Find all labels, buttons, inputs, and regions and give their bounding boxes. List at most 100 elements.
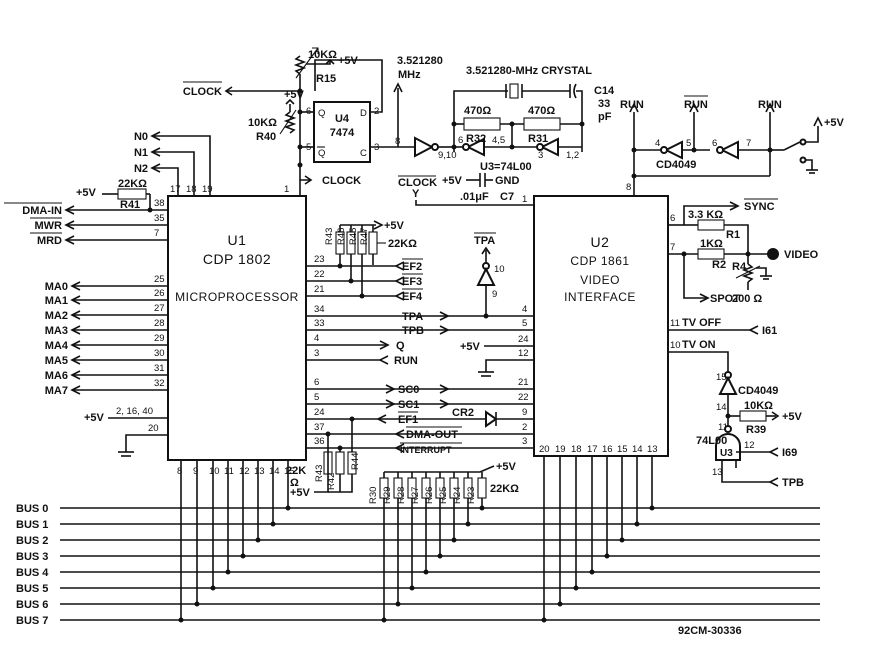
i61-label: I61	[762, 325, 777, 337]
low-pullups: +5V 22K Ω R43 R42 R44	[286, 416, 361, 499]
bus-label-1: BUS 1	[16, 519, 48, 531]
r4-value: 200 Ω	[732, 293, 762, 305]
u1-part: CDP 1802	[203, 251, 271, 267]
u4-c-label: C	[360, 148, 367, 159]
u1-pin-29: 29	[154, 333, 165, 344]
q-line: Q4	[306, 333, 405, 352]
r45-ef: R45	[348, 228, 359, 245]
n2-label: N2	[134, 163, 148, 175]
spot-label: SPOT	[710, 293, 740, 305]
u1-pin-31: 31	[154, 363, 165, 374]
inv-pin-7: 7	[746, 138, 751, 149]
u1-bottom-pin-7: 15	[284, 466, 295, 477]
u1-pin-35: 35	[154, 213, 165, 224]
tpa-inv-pin-10: 10	[494, 264, 505, 275]
u2-pin-6: 6	[670, 213, 675, 224]
r32-ref: R32	[466, 133, 486, 145]
n0-label: N0	[134, 131, 148, 143]
u1-pin-19: 19	[202, 184, 213, 195]
r40-vcc: +5V	[284, 89, 305, 101]
c7-ref: C7	[500, 191, 514, 203]
c14-value: 33	[598, 98, 610, 110]
u2-pin-24: 24	[518, 334, 529, 345]
tpa-label: TPA	[402, 311, 423, 323]
bus-resistor-ref-3: R27	[410, 487, 421, 504]
r39-ref: R39	[746, 424, 766, 436]
u3-ref: U3	[720, 448, 733, 459]
r31-value: 470Ω	[528, 105, 555, 117]
dma-out-label: DMA-OUT	[406, 429, 458, 441]
tv-off-label: TV OFF	[682, 317, 721, 329]
clock-y-input: CLOCK Y 1	[398, 175, 534, 206]
ma6-label: MA6	[45, 370, 68, 382]
r4-ref: R4	[732, 261, 747, 273]
chain-pin-12: 1,2	[566, 150, 579, 161]
u1-pin-3: 3	[314, 348, 319, 359]
r2-value: 1KΩ	[700, 238, 723, 250]
u2-bottom-pin-1: 19	[555, 444, 566, 455]
oscillator-chain: 8 3.521280 MHz 9,10 6 4,5 3 1,2	[370, 55, 615, 173]
ef3-label: EF3	[402, 276, 422, 288]
ma0-label: MA0	[45, 281, 68, 293]
part-number: 92CM-30336	[678, 625, 742, 637]
ma1-label: MA1	[45, 295, 68, 307]
u2-pin-12: 12	[518, 348, 529, 359]
tpa-inverter: TPA 10 9	[474, 232, 505, 319]
bus-line-2: BUS 2	[16, 535, 820, 547]
u1-pin-4: 4	[314, 333, 319, 344]
u1-pin-28: 28	[154, 318, 165, 329]
u2-pin-21: 21	[518, 377, 529, 388]
u2-bottom-pin-2: 18	[571, 444, 582, 455]
u4-wiring: CLOCK CLOCK	[183, 59, 383, 196]
u4-q-label: Q	[318, 108, 325, 119]
ef1-label: EF1	[398, 414, 418, 426]
bus-label-2: BUS 2	[16, 535, 48, 547]
low-vcc: +5V	[290, 487, 311, 499]
u1-bottom-pin-2: 10	[209, 466, 220, 477]
u2-bottom-pin-0: 20	[539, 444, 550, 455]
chain-pin-6: 6	[458, 135, 463, 146]
u1-microprocessor: U1 CDP 1802 MICROPROCESSOR	[167, 195, 307, 461]
bus-pullup-value: 22KΩ	[490, 483, 519, 495]
u2-pin-22: 22	[518, 392, 529, 403]
video-label: VIDEO	[784, 249, 819, 261]
run-label-u1: RUN	[394, 355, 418, 367]
chain-pin-45: 4,5	[492, 135, 505, 146]
r32-value: 470Ω	[464, 105, 491, 117]
bus-line-7: BUS 7	[16, 615, 820, 627]
u2-pin-9: 9	[522, 407, 527, 418]
r15-pot: +5V 10KΩ R15	[293, 47, 359, 85]
r46-ef: R46	[336, 228, 347, 245]
u2-desc-2: INTERFACE	[564, 290, 636, 304]
bus-label-3: BUS 3	[16, 551, 48, 563]
r31-ref: R31	[528, 133, 548, 145]
ma5-label: MA5	[45, 355, 68, 367]
r41-vcc: +5V	[76, 187, 97, 199]
q-label: Q	[396, 340, 405, 352]
r41-ref: R41	[120, 199, 140, 211]
u1-pin-37: 37	[314, 422, 325, 433]
cr2-label: CR2	[452, 407, 474, 419]
r40-ref: R40	[256, 131, 276, 143]
cd-low-pin-14: 14	[716, 402, 727, 413]
u1-pin-20: 20	[148, 423, 159, 434]
r39-value: 10KΩ	[744, 400, 773, 412]
u1-bottom-pin-5: 13	[254, 466, 265, 477]
r15-ref: R15	[316, 73, 336, 85]
bus-resistor-ref-4: R26	[424, 487, 435, 504]
u2-pin-5: 5	[522, 318, 527, 329]
